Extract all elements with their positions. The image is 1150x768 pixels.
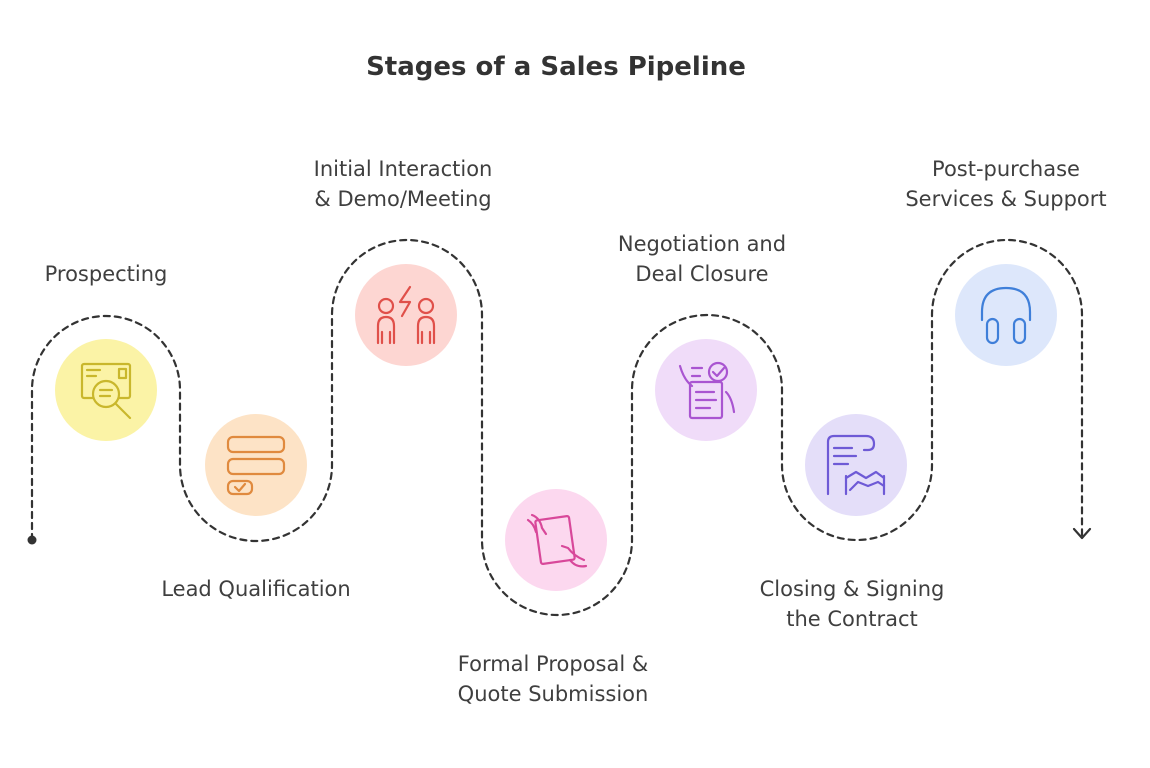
pipeline-start-dot (27, 535, 37, 545)
stage-lead-qualification (205, 414, 307, 516)
stage-label-lead-qualification: Lead Qualification (126, 574, 386, 604)
stage-label-line: Formal Proposal & (457, 652, 649, 676)
checklist-icon (226, 435, 286, 496)
stage-label-formal-proposal: Formal Proposal & Quote Submission (423, 649, 683, 709)
stage-closing (805, 414, 907, 516)
stage-initial-interaction (355, 264, 457, 366)
stage-formal-proposal (505, 489, 607, 591)
stage-post-purchase (955, 264, 1057, 366)
stage-label-line: Negotiation and (617, 232, 787, 256)
stage-label-line: Prospecting (44, 262, 168, 286)
hand-document-icon (526, 513, 588, 568)
stage-label-line: Deal Closure (635, 262, 769, 286)
stage-label-line: Closing & Signing (759, 577, 945, 601)
stage-circle (355, 264, 457, 366)
stage-negotiation (655, 339, 757, 441)
stage-label-initial-interaction: Initial Interaction & Demo/Meeting (273, 154, 533, 214)
pipeline-path (30, 238, 1084, 617)
diagram-title: Stages of a Sales Pipeline (366, 52, 746, 82)
stage-label-negotiation: Negotiation and Deal Closure (572, 229, 832, 289)
stage-label-line: Post-purchase (932, 157, 1080, 181)
contract-handshake-icon (826, 434, 886, 496)
stage-label-closing: Closing & Signing the Contract (722, 574, 982, 634)
headphones-icon (980, 286, 1032, 345)
magnifier-document-icon (80, 362, 132, 420)
stage-circle (805, 414, 907, 516)
stage-label-line: Services & Support (905, 187, 1107, 211)
stage-label-line: & Demo/Meeting (314, 187, 492, 211)
people-interaction-icon (376, 285, 436, 345)
stage-circle (505, 489, 607, 591)
stage-circle (655, 339, 757, 441)
stage-prospecting (55, 339, 157, 441)
pipeline-end-arrow (1072, 527, 1092, 540)
stage-label-line: Quote Submission (457, 682, 649, 706)
stage-label-line: the Contract (786, 607, 918, 631)
stage-circle (955, 264, 1057, 366)
stage-label-line: Lead Qualification (161, 577, 351, 601)
stage-label-prospecting: Prospecting (0, 259, 236, 289)
stage-circle (205, 414, 307, 516)
stage-label-line: Initial Interaction (313, 157, 493, 181)
hands-checklist-icon (678, 361, 736, 420)
stage-label-post-purchase: Post-purchase Services & Support (876, 154, 1136, 214)
